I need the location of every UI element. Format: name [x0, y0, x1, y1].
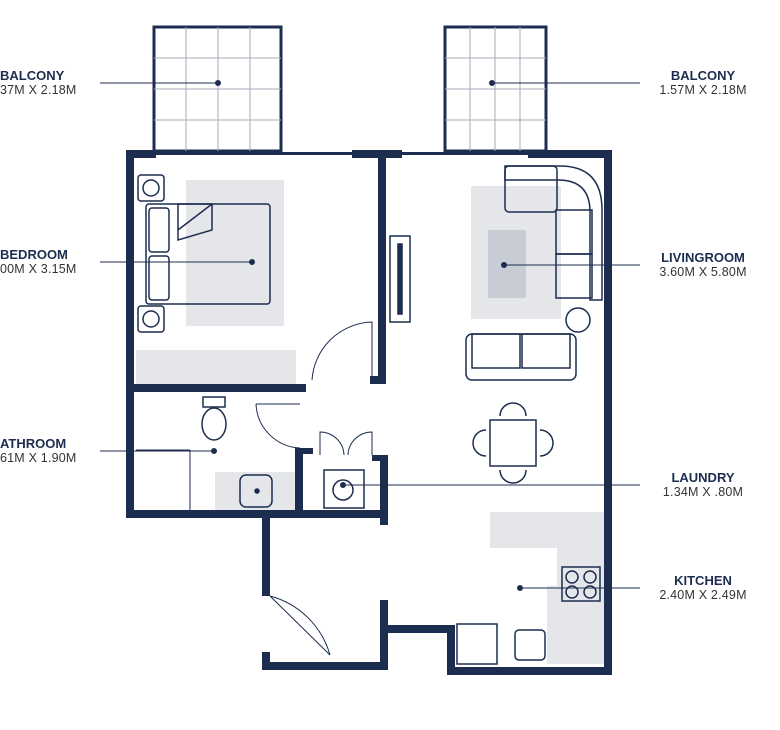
balconies	[152, 25, 548, 153]
room-name: ATHROOM	[0, 436, 67, 451]
room-dims: 3.60M X 5.80M	[659, 265, 747, 279]
room-name: BEDROOM	[0, 247, 68, 262]
nightstand	[137, 174, 165, 202]
washer	[323, 469, 365, 509]
fridge	[456, 623, 498, 665]
balcony-right	[443, 25, 548, 153]
doors	[255, 321, 373, 656]
room-name: LAUNDRY	[671, 470, 735, 485]
balcony-left	[152, 25, 283, 153]
room-name: BALCONY	[0, 68, 65, 83]
tv-unit	[389, 235, 411, 323]
leader-lines	[100, 80, 640, 591]
sofa	[504, 165, 603, 301]
walls	[126, 150, 612, 675]
toilet	[202, 396, 226, 408]
room-dims: 37M X 2.18M	[0, 83, 77, 97]
room-name: KITCHEN	[674, 573, 732, 588]
stove	[561, 566, 601, 602]
couch	[465, 333, 577, 381]
furniture	[136, 165, 603, 665]
room-dims: 00M X 3.15M	[0, 262, 77, 276]
room-dims: 61M X 1.90M	[0, 451, 77, 465]
kitchen-sink	[514, 629, 546, 661]
room-name: BALCONY	[670, 68, 736, 83]
rugs-counters	[136, 180, 604, 664]
room-dims: 2.40M X 2.49M	[659, 588, 747, 602]
sink	[239, 474, 273, 508]
dining-table	[489, 419, 537, 467]
room-name: LIVINGROOM	[661, 250, 745, 265]
room-dims: 1.34M X .80M	[662, 485, 744, 499]
room-dims: 1.57M X 2.18M	[659, 83, 747, 97]
